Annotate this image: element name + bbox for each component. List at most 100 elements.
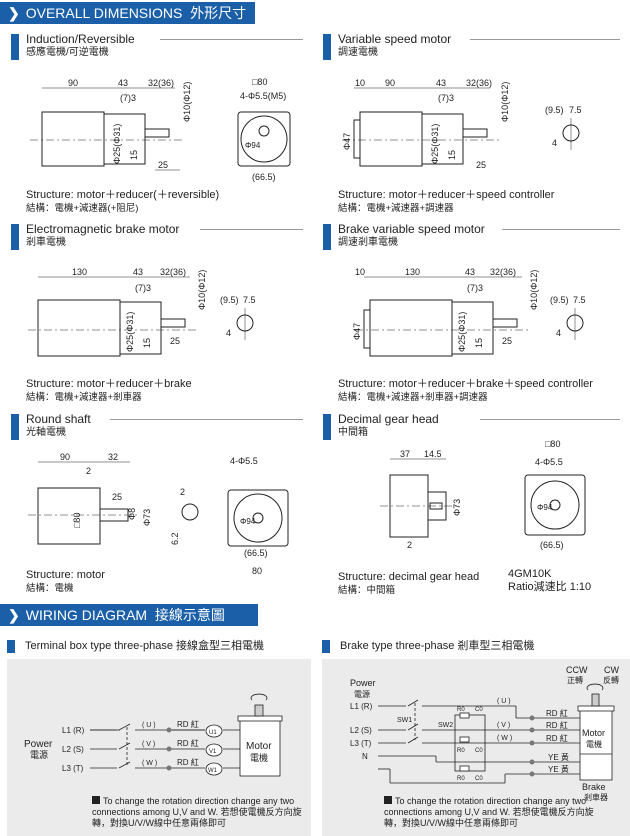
divider <box>470 39 620 40</box>
resistor-label: R0 <box>457 776 465 782</box>
line-label: L3 (T) <box>350 739 372 748</box>
dimensions-header: ❯OVERALL DIMENSIONS 外形尺寸 <box>0 2 255 24</box>
dim-label: 32(36) <box>466 78 492 88</box>
brake-label-zh: 剎車器 <box>584 792 608 802</box>
dim-label: Φ25(Φ31) <box>430 124 440 164</box>
dim-label: Φ8 <box>127 508 137 520</box>
dim-label: Φ25(Φ31) <box>457 312 467 352</box>
motor-label: Motor <box>246 741 272 752</box>
divider <box>200 229 303 230</box>
dim-label: 2 <box>407 540 412 550</box>
wire-color-label: RD 紅 <box>546 720 568 730</box>
resistor-label: R0 <box>457 748 465 754</box>
dim-label: 4-Φ5.5 <box>535 457 563 467</box>
terminal-label: W1 <box>208 768 218 774</box>
dim-label: Φ10(Φ12) <box>529 270 539 310</box>
dim-label: 2 <box>180 487 185 497</box>
dim-label: Φ10(Φ12) <box>500 82 510 122</box>
dim-label: Φ94 <box>240 517 256 526</box>
dim-label: 32(36) <box>160 267 186 277</box>
line-label: N <box>362 752 368 761</box>
dim-label: 43 <box>133 267 143 277</box>
dim-label: 15 <box>474 338 484 348</box>
dim-label: Φ73 <box>452 499 462 516</box>
dim-label: □80 <box>72 513 82 528</box>
wiring-right-panel <box>322 659 630 836</box>
structure-text: Structure: motor＋reducer(＋reversible)結構：… <box>26 189 220 214</box>
dim-label: 43 <box>118 78 128 88</box>
ccw-label-zh: 正轉 <box>567 675 583 685</box>
rotation-note-right: To change the rotation direction change … <box>384 796 594 828</box>
dim-label: 4-Φ5.5(M5) <box>240 91 286 101</box>
dim-label: (66.5) <box>252 172 276 182</box>
dim-label: 80 <box>252 566 262 576</box>
terminal-label: U1 <box>209 730 217 736</box>
dim-label: 4 <box>552 138 557 148</box>
dim-label: 32(36) <box>148 78 174 88</box>
switch-label: SW1 <box>397 717 412 724</box>
dim-label: 10 <box>355 267 365 277</box>
phase-label: ( V ) <box>142 741 155 748</box>
dim-label: 25 <box>502 336 512 346</box>
capacitor-label: C0 <box>475 776 483 782</box>
induction-front-view <box>237 111 291 167</box>
dim-label: 7.5 <box>573 295 586 305</box>
dim-label: 32 <box>108 452 118 462</box>
dim-label: 130 <box>72 267 87 277</box>
line-label: L3 (T) <box>62 764 84 773</box>
dim-label: 6.2 <box>170 532 180 545</box>
ccw-label: CCW <box>566 665 588 675</box>
phase-label: ( U ) <box>142 722 156 729</box>
dim-label: 25 <box>112 492 122 502</box>
dim-label: 15 <box>447 150 457 160</box>
dim-label: 25 <box>476 160 486 170</box>
wire-color-label: YE 黃 <box>548 764 569 774</box>
wire-color-label: YE 黃 <box>548 752 569 762</box>
divider <box>502 229 620 230</box>
wire-color-label: RD 紅 <box>546 708 568 718</box>
terminal-label: V1 <box>209 749 217 755</box>
structure-text: Structure: motor＋reducer＋brake＋speed con… <box>338 378 593 403</box>
brake-variable-side-view <box>355 276 584 357</box>
dim-label: (66.5) <box>540 540 564 550</box>
induction-side-view <box>30 87 185 171</box>
dim-label: 90 <box>60 452 70 462</box>
dim-label: 15 <box>129 150 139 160</box>
structure-text: Structure: motor＋reducer＋speed controlle… <box>338 189 555 214</box>
line-label: L2 (S) <box>350 726 372 735</box>
dim-label: 14.5 <box>424 449 442 459</box>
power-label-zh: 電源 <box>30 750 48 760</box>
dim-label: Φ94 <box>245 141 261 150</box>
dim-label: (7)3 <box>120 93 136 103</box>
dim-label: 43 <box>465 267 475 277</box>
dim-label: 7.5 <box>569 105 582 115</box>
dim-label: (7)3 <box>135 283 151 293</box>
dim-label: 4-Φ5.5 <box>230 456 258 466</box>
brake-side-view <box>28 276 254 357</box>
dim-label: □80 <box>252 77 267 87</box>
phase-label: ( U ) <box>497 698 511 705</box>
dim-label: 90 <box>385 78 395 88</box>
dim-label: 10 <box>355 78 365 88</box>
wiring-left-diagram <box>90 693 283 777</box>
dim-label: Φ10(Φ12) <box>197 270 207 310</box>
dim-label: Φ47 <box>342 133 352 150</box>
dim-label: 4 <box>226 328 231 338</box>
dim-label: 25 <box>170 336 180 346</box>
phase-label: ( V ) <box>497 722 510 729</box>
header-label-zh: 接線示意圖 <box>154 607 225 623</box>
dim-label: 37 <box>400 449 410 459</box>
cw-label-zh: 反轉 <box>603 675 619 685</box>
line-label: L1 (R) <box>62 726 85 735</box>
dim-label: Φ10(Φ12) <box>182 82 192 122</box>
capacitor-label: C0 <box>475 748 483 754</box>
divider <box>160 39 303 40</box>
wire-color-label: RD 紅 <box>177 757 199 767</box>
resistor-label: R0 <box>457 707 465 713</box>
switch-label: SW2 <box>438 722 453 729</box>
